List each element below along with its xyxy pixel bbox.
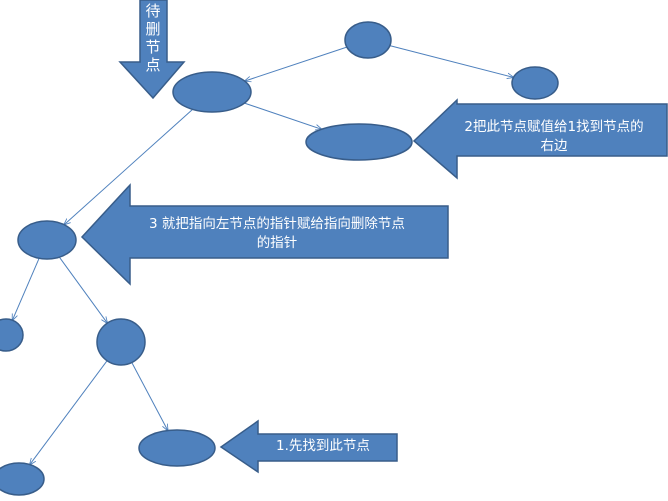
- edge-delete-target-node-to-mid-left-node: [64, 109, 193, 224]
- lower-mid-node: [96, 318, 146, 366]
- step3-label-line1: 3 就把指向左节点的指针赋给指向删除节点: [149, 216, 405, 232]
- pending-delete-label: 待删节点: [145, 2, 161, 74]
- nodes-layer: [0, 21, 559, 496]
- edge-mid-left-node-to-lower-left-edge-node: [12, 258, 40, 320]
- step2-label-line2: 右边: [540, 138, 568, 154]
- edge-mid-left-node-to-lower-mid-node: [58, 256, 107, 323]
- edge-top-node-to-delete-target-node: [245, 46, 347, 81]
- step3-label-line2: 的指针: [256, 235, 298, 251]
- step1-arrow: [219, 419, 398, 474]
- edge-delete-target-node-to-right-child-node: [244, 102, 322, 129]
- step3-label: 3 就把指向左节点的指针赋给指向删除节点 的指针: [112, 215, 442, 253]
- top-node: [344, 21, 392, 59]
- edges-layer: [12, 45, 514, 465]
- pending-delete-arrow: [118, 0, 186, 100]
- top-right-node: [511, 66, 559, 100]
- bottom-left-node: [0, 462, 45, 496]
- lower-left-edge-node: [0, 318, 24, 352]
- step1-label: 1.先找到此节点: [276, 438, 370, 454]
- edge-top-node-to-top-right-node: [389, 45, 514, 78]
- edge-lower-mid-node-to-bottom-left-node: [30, 360, 108, 465]
- step2-label: 2把此节点赋值给1找到节点的 右边: [440, 118, 668, 156]
- step2-label-line1: 2把此节点赋值给1找到节点的: [464, 119, 644, 135]
- right-child-node: [305, 123, 413, 161]
- mid-left-node: [17, 220, 77, 260]
- delete-target-node: [172, 71, 252, 113]
- step2-arrow: [412, 98, 668, 180]
- found-node: [138, 429, 216, 467]
- edge-lower-mid-node-to-found-node: [131, 362, 168, 431]
- step3-arrow: [80, 183, 449, 286]
